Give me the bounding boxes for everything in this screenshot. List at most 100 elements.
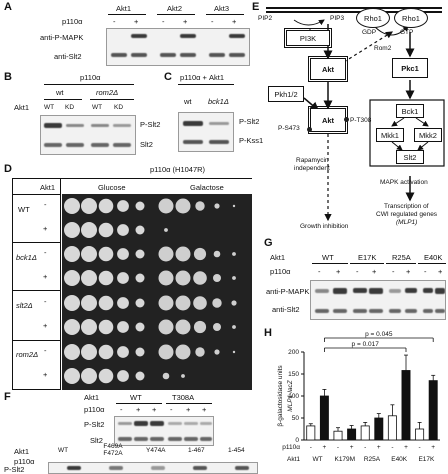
e-bck1-box: Bck1 bbox=[396, 104, 424, 118]
g-header: WT bbox=[322, 253, 334, 262]
f-akt1-label: Akt1 bbox=[84, 393, 100, 402]
d-spot-galactose bbox=[213, 250, 221, 258]
c-strain-wt: wt bbox=[184, 97, 192, 106]
h-y-label-2: MLP1-lacZ bbox=[287, 379, 294, 411]
e-mapk: MAPK activation bbox=[380, 179, 428, 186]
e-akt-label: Akt bbox=[321, 115, 335, 125]
h-p110a-sign: - bbox=[310, 444, 312, 451]
f-row-label: Slt2 bbox=[90, 436, 103, 445]
b-blot bbox=[40, 115, 136, 155]
d-spot-galactose bbox=[158, 246, 174, 262]
e-gtp: GTP bbox=[400, 29, 414, 36]
f-row-label: P-Slt2 bbox=[4, 465, 25, 474]
g-blot bbox=[310, 280, 446, 320]
d-spot-glucose bbox=[117, 370, 129, 382]
a-header-akt2: Akt2 bbox=[167, 4, 183, 13]
d-spot-galactose bbox=[181, 374, 185, 378]
e-s473: P-S473 bbox=[278, 125, 300, 132]
h-p110a-sign: - bbox=[337, 444, 339, 451]
h-bar bbox=[306, 425, 316, 441]
a-sign: + bbox=[134, 17, 139, 26]
d-sign: - bbox=[44, 297, 47, 306]
g-line bbox=[418, 263, 446, 264]
e-pip3: PIP3 bbox=[330, 15, 345, 22]
e-tx1: Transcription of bbox=[384, 203, 429, 210]
c-row-label: P-Kss1 bbox=[239, 136, 264, 145]
d-spot-galactose bbox=[232, 204, 236, 208]
e-slt2-label: Slt2 bbox=[403, 152, 417, 162]
d-spot-galactose bbox=[213, 323, 221, 331]
h-y-label: β-galactosidase units bbox=[277, 365, 284, 427]
e-akt-label: Akt bbox=[321, 64, 335, 74]
g-sign: - bbox=[424, 267, 427, 276]
d-spot-glucose bbox=[98, 295, 114, 311]
f-bottom-blot bbox=[48, 462, 258, 474]
h-p110a-sign: + bbox=[377, 444, 381, 451]
h-p110a-sign: - bbox=[364, 444, 366, 451]
d-spot-glucose bbox=[98, 198, 114, 214]
a-header-akt3: Akt3 bbox=[214, 4, 230, 13]
f-sign: + bbox=[136, 405, 141, 414]
d-spot-galactose bbox=[162, 372, 170, 380]
panel-label-a: A bbox=[4, 1, 12, 13]
e-mkk1-label: Mkk1 bbox=[381, 130, 399, 140]
d-spot-glucose bbox=[98, 270, 114, 286]
e-tx2: CWI regulated genes bbox=[376, 211, 438, 218]
h-p110a-sign: - bbox=[391, 444, 393, 451]
h-bar bbox=[415, 428, 425, 441]
g-sign: + bbox=[438, 267, 443, 276]
d-spot-glucose bbox=[117, 272, 129, 284]
f-sign: + bbox=[152, 405, 157, 414]
d-spot-galactose bbox=[195, 347, 205, 357]
d-medium: Glucose bbox=[98, 183, 126, 192]
d-spot-glucose bbox=[135, 322, 145, 332]
g-sign: - bbox=[318, 267, 321, 276]
d-spot-galactose bbox=[193, 247, 207, 261]
panel-label-g: G bbox=[264, 237, 273, 249]
h-p110a-sign: + bbox=[350, 444, 354, 451]
g-header: E17K bbox=[358, 253, 377, 262]
e-rho1-label: Rho1 bbox=[402, 13, 420, 23]
h-group-label: R25A bbox=[364, 456, 381, 463]
d-spot-glucose bbox=[117, 321, 129, 333]
h-p110a-sign: + bbox=[431, 444, 435, 451]
e-rho1-gtp: Rho1 bbox=[394, 8, 428, 28]
d-spot-glucose bbox=[98, 246, 114, 262]
b-row-label: Slt2 bbox=[140, 140, 153, 149]
d-spot-glucose bbox=[135, 371, 145, 381]
g-sign: - bbox=[356, 267, 359, 276]
b-strain-wt: wt bbox=[56, 88, 64, 97]
panel-label-d: D bbox=[4, 163, 12, 175]
h-group-label: WT bbox=[313, 456, 323, 463]
d-strain: WT bbox=[18, 205, 30, 214]
e-mkk2-label: Mkk2 bbox=[419, 130, 437, 140]
d-spot-galactose bbox=[193, 320, 207, 334]
a-underline-2 bbox=[157, 14, 195, 15]
c-title: p110α + Akt1 bbox=[180, 73, 225, 82]
e-slt2-box: Slt2 bbox=[396, 150, 424, 164]
d-spot-plate bbox=[62, 194, 252, 390]
g-row-label: anti-P-MAPK bbox=[266, 287, 310, 296]
panel-label-e: E bbox=[252, 1, 260, 13]
e-pkc1-box: Pkc1 bbox=[392, 58, 428, 78]
g-sign: + bbox=[372, 267, 377, 276]
a-row-label: anti-Slt2 bbox=[54, 52, 82, 61]
b-title-line bbox=[44, 84, 134, 85]
d-spot-galactose bbox=[193, 296, 207, 310]
e-growth: Growth inhibition bbox=[300, 223, 349, 230]
b-col: KD bbox=[65, 104, 75, 111]
d-strain: slt2Δ bbox=[16, 301, 33, 310]
d-sign: + bbox=[43, 224, 48, 233]
e-pip2: PIP2 bbox=[258, 15, 273, 22]
f-p110a-label: p110α bbox=[14, 457, 35, 466]
a-sign: - bbox=[211, 17, 214, 26]
g-line bbox=[386, 263, 416, 264]
d-spot-galactose bbox=[158, 344, 174, 360]
d-spot-galactose bbox=[232, 350, 236, 354]
h-y-tick-label: 50 bbox=[292, 415, 300, 422]
b-line bbox=[44, 99, 82, 100]
e-rho1-label: Rho1 bbox=[364, 13, 382, 23]
h-p110a-sign: + bbox=[404, 444, 408, 451]
d-spot-galactose bbox=[175, 344, 191, 360]
h-bar bbox=[347, 428, 357, 441]
